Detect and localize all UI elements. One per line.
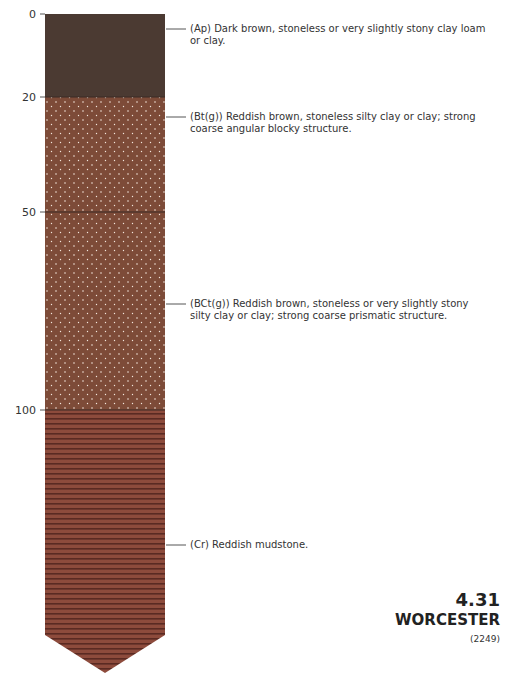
series-number: (2249) xyxy=(470,634,500,645)
depth-code: 4.31 xyxy=(456,589,500,611)
depth-number: 50 xyxy=(22,206,36,219)
depth-tick xyxy=(40,97,45,98)
depth-tick xyxy=(40,410,45,411)
ap-horizon xyxy=(45,14,165,97)
horizon-description: (Bt(g)) Reddish brown, stoneless silty c… xyxy=(190,111,490,135)
boundary-line xyxy=(45,97,165,98)
cr-horizon xyxy=(45,410,165,673)
depth-tick xyxy=(40,212,45,213)
depth-number: 20 xyxy=(22,91,36,104)
bt-horizon xyxy=(45,97,165,212)
depth-number: 100 xyxy=(15,404,36,417)
soil-name: WORCESTER xyxy=(395,611,500,629)
horizon-description: (Ap) Dark brown, stoneless or very sligh… xyxy=(190,23,490,47)
depth-tick xyxy=(40,14,45,15)
boundary-line xyxy=(45,410,165,411)
leader-line xyxy=(166,545,186,546)
bct-horizon xyxy=(45,212,165,410)
leader-line xyxy=(166,304,186,305)
leader-line xyxy=(166,117,186,118)
depth-number: 0 xyxy=(29,8,36,21)
boundary-line xyxy=(45,212,165,213)
leader-line xyxy=(166,29,186,30)
horizon-description: (Cr) Reddish mudstone. xyxy=(190,539,490,551)
horizon-description: (BCt(g)) Reddish brown, stoneless or ver… xyxy=(190,298,490,322)
